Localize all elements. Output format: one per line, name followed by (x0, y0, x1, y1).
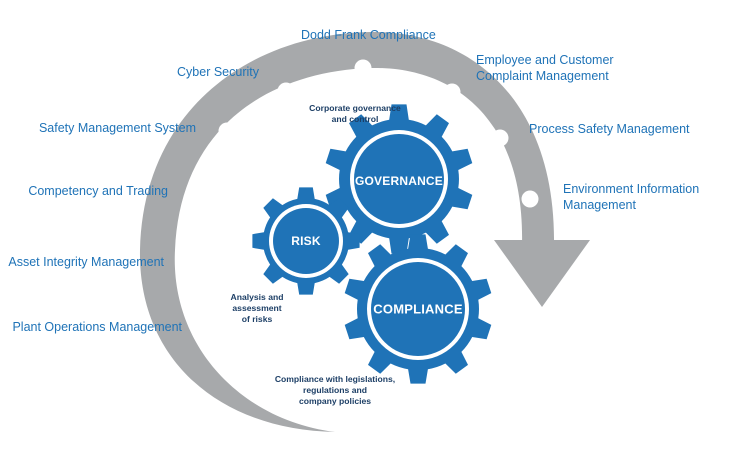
label-employee-customer: Employee and Customer Complaint Manageme… (476, 52, 614, 84)
governance-gear (325, 104, 473, 254)
compliance-title: COMPLIANCE (373, 301, 463, 317)
bullet-process-safety (491, 129, 509, 147)
caption-risk-line1: Analysis and (230, 292, 284, 302)
gear-governance-hub (354, 134, 444, 224)
label-cyber-security: Cyber Security (177, 65, 259, 79)
cycle-arrow-head (494, 240, 590, 307)
label-employee-customer-line1: Employee and Customer (476, 53, 614, 67)
bullet-asset-integrity (182, 252, 200, 270)
caption-risk-line2: assessment (232, 303, 282, 313)
label-safety-mgmt: Safety Management System (38, 121, 196, 135)
governance-title: GOVERNANCE (354, 174, 444, 188)
bullet-competency (188, 182, 206, 200)
label-environment-info-line1: Environment Information (563, 182, 700, 196)
label-asset-integrity: Asset Integrity Management (8, 255, 164, 269)
bullet-safety-mgmt (218, 122, 236, 140)
caption-compliance: Compliance with legislations, regulation… (270, 374, 400, 407)
compliance-gear (344, 234, 492, 384)
bullet-employee-customer (443, 83, 461, 101)
caption-governance-line2: and control (331, 114, 379, 124)
caption-governance-line1: Corporate governance (309, 103, 401, 113)
caption-risk-line3: of risks (241, 314, 273, 324)
label-environment-info-line2: Management (563, 198, 636, 212)
cycle-bullets (182, 59, 539, 331)
label-dodd-frank: Dodd Frank Compliance (301, 28, 436, 42)
caption-compliance-line2: regulations and (303, 385, 367, 395)
gear-compliance-hub (371, 262, 465, 356)
bullet-environment-info (521, 190, 539, 208)
caption-governance: Corporate governance and control (303, 103, 407, 125)
risk-gear (252, 187, 360, 295)
label-plant-operations: Plant Operations Management (12, 320, 182, 334)
label-environment-info: Environment Information Management (563, 181, 699, 213)
bullet-plant-operations (196, 313, 214, 331)
label-employee-customer-line2: Complaint Management (476, 69, 609, 83)
caption-compliance-line3: company policies (298, 396, 372, 406)
caption-compliance-line1: Compliance with legislations, (274, 374, 396, 384)
gear-risk-hub (273, 208, 339, 274)
bullet-cyber-security (277, 82, 295, 100)
label-competency: Competency and Trading (28, 184, 168, 198)
risk-title: RISK (291, 234, 321, 248)
caption-risk: Analysis and assessment of risks (224, 292, 290, 325)
bullet-dodd-frank (354, 59, 372, 77)
label-process-safety: Process Safety Management (529, 122, 690, 136)
